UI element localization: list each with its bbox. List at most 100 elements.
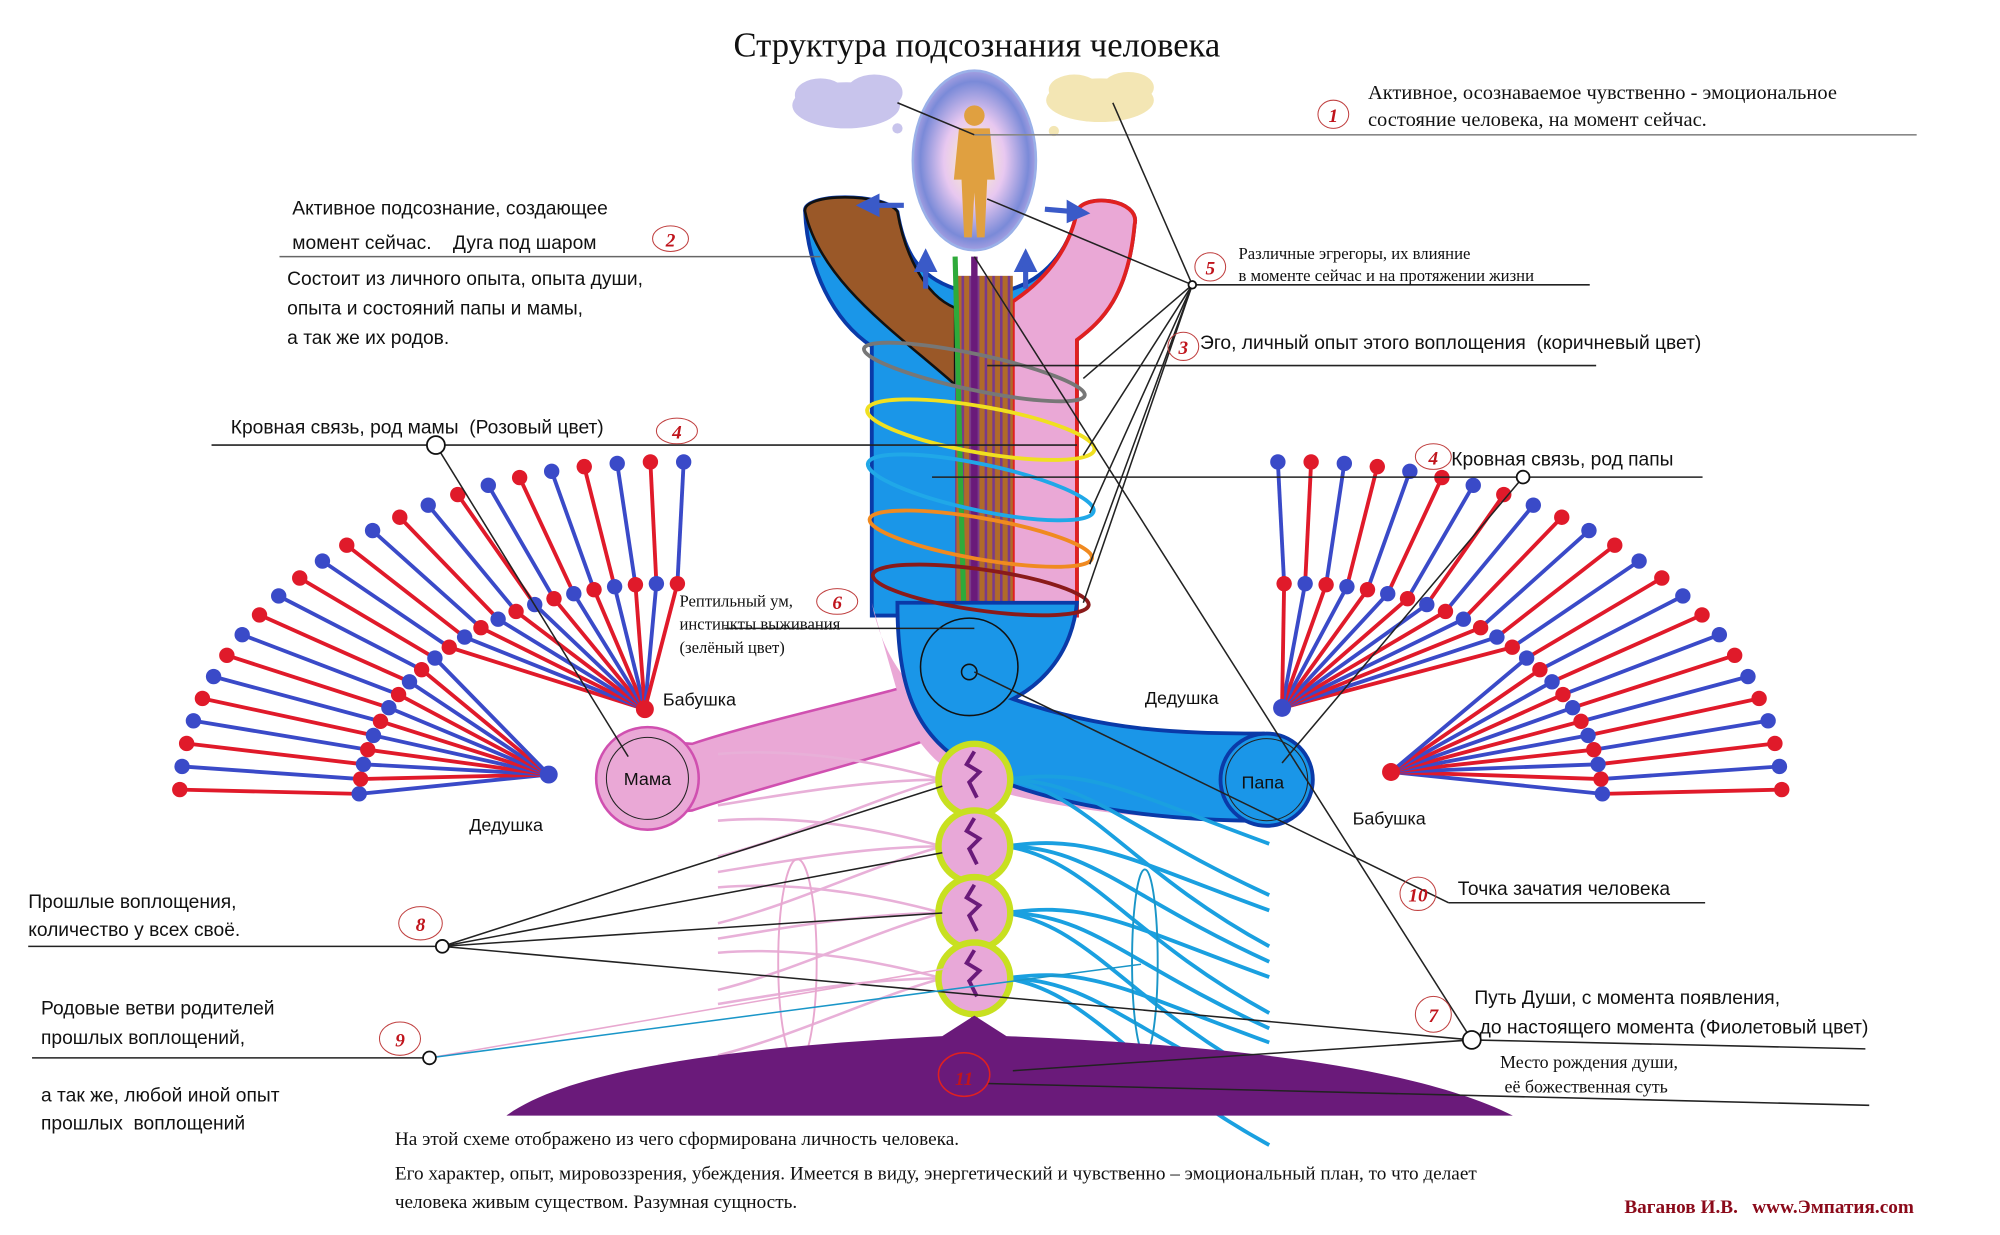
ancestor-node bbox=[292, 570, 308, 586]
ancestor-node bbox=[609, 455, 625, 472]
ancestor-node bbox=[1544, 674, 1560, 690]
ancestor-node bbox=[1631, 553, 1647, 569]
tree-branch bbox=[1593, 718, 1769, 752]
tree-branch bbox=[213, 674, 382, 724]
ancestor-node bbox=[234, 627, 250, 643]
svg-text:6: 6 bbox=[832, 593, 842, 614]
blue-incarnation-branch bbox=[1006, 911, 1271, 1082]
ancestor-node bbox=[675, 454, 692, 470]
ancestor-node bbox=[1419, 596, 1435, 613]
svg-text:человека живым существом. Разу: человека живым существом. Разумная сущно… bbox=[395, 1192, 797, 1213]
thought-cloud-right bbox=[1046, 71, 1154, 137]
svg-text:8: 8 bbox=[416, 915, 426, 936]
label-6: Рептильный ум, инстинкты выживания (зелё… bbox=[679, 592, 840, 657]
svg-text:Различные эгрегоры, их влияние: Различные эгрегоры, их влияние bbox=[1238, 244, 1470, 263]
ancestor-node bbox=[543, 463, 560, 480]
ancestor-node bbox=[576, 458, 592, 475]
tree-branch bbox=[533, 603, 647, 711]
ancestor-node bbox=[251, 607, 268, 623]
ancestor-node bbox=[194, 690, 211, 707]
ancestor-node bbox=[669, 575, 686, 592]
tree-branch bbox=[1324, 463, 1347, 585]
tree-branch bbox=[643, 583, 680, 710]
tree-branch bbox=[179, 787, 360, 796]
svg-text:11: 11 bbox=[955, 1069, 973, 1090]
pink-incarnation-branch bbox=[717, 977, 943, 1006]
grandparent-node bbox=[1382, 763, 1400, 781]
tree-branch bbox=[675, 461, 686, 584]
ancestor-node bbox=[508, 603, 524, 620]
tree-branch bbox=[1280, 583, 1287, 708]
tree-branch bbox=[1390, 770, 1601, 781]
tree-branch bbox=[1600, 764, 1780, 781]
tree-branch bbox=[1345, 466, 1380, 588]
tree-branch bbox=[433, 656, 551, 776]
tree-branch bbox=[480, 625, 646, 711]
tree-branch bbox=[408, 680, 550, 777]
label-9: Родовые ветви родителей прошлых воплощен… bbox=[41, 998, 280, 1134]
ancestor-node bbox=[1555, 686, 1571, 703]
tree-branch bbox=[549, 470, 596, 591]
pink-incarnation-branch bbox=[717, 845, 943, 925]
mother-label: Мама bbox=[624, 769, 671, 789]
ancestor-node bbox=[480, 477, 496, 494]
blue-incarnation-branch bbox=[1006, 777, 1271, 949]
blue-incarnation-branch bbox=[1006, 907, 1270, 979]
ancestor-node bbox=[401, 674, 418, 690]
tree-branch bbox=[321, 559, 451, 649]
ancestor-node bbox=[1276, 575, 1292, 592]
blue-incarnation-branch bbox=[1006, 774, 1270, 846]
svg-text:момент сейчас. Дуга под шар: момент сейчас. Дуга под шаром bbox=[292, 233, 596, 254]
ancestor-node bbox=[351, 786, 367, 802]
svg-text:а так же, любой иной опыт: а так же, любой иной опыт bbox=[41, 1085, 280, 1106]
ancestor-node bbox=[1399, 590, 1416, 607]
grandmother-left-label: Бабушка bbox=[663, 689, 736, 709]
tree-branch bbox=[1389, 668, 1541, 774]
tree-branch bbox=[633, 584, 647, 710]
tree-branch bbox=[514, 609, 647, 711]
label-2: Активное подсознание, создающее момент с… bbox=[287, 198, 643, 348]
author-credit: Ваганов И.В. www.Эмпатия.com bbox=[1624, 1197, 1914, 1218]
tree-branch bbox=[1281, 617, 1465, 710]
svg-text:Путь Души, с момента появления: Путь Души, с момента появления, bbox=[1474, 988, 1780, 1009]
tree-branch bbox=[1390, 692, 1564, 774]
svg-text:4: 4 bbox=[1428, 448, 1439, 469]
tree-branch bbox=[1539, 594, 1684, 672]
ancestor-node bbox=[1771, 758, 1788, 775]
svg-text:Активное, осознаваемое чувстве: Активное, осознаваемое чувственно - эмоц… bbox=[1368, 82, 1837, 104]
svg-text:прошлых воплощений: прошлых воплощений bbox=[41, 1114, 245, 1135]
tree-branch bbox=[1280, 585, 1349, 709]
tree-branch bbox=[517, 476, 576, 595]
ancestor-node bbox=[1504, 639, 1520, 655]
tree-branch bbox=[1280, 603, 1428, 710]
ancestor-node bbox=[642, 454, 659, 470]
tree-branch bbox=[1443, 503, 1535, 613]
label-8: Прошлые воплощения, количество у всех св… bbox=[28, 892, 240, 941]
ancestor-node bbox=[1336, 455, 1353, 472]
ancestor-node bbox=[1586, 742, 1602, 758]
svg-text:Родовые ветви родителей: Родовые ветви родителей bbox=[41, 998, 275, 1019]
pink-incarnation-branch bbox=[717, 949, 943, 980]
tree-branch bbox=[448, 645, 646, 712]
thought-cloud-left bbox=[792, 74, 903, 134]
svg-text:состояние человека, на момент: состояние человека, на момент сейчас. bbox=[1368, 109, 1707, 131]
ancestor-node bbox=[1751, 690, 1767, 707]
ancestor-node bbox=[1496, 486, 1512, 503]
tree-branch bbox=[642, 583, 659, 710]
tree-branch bbox=[241, 632, 400, 697]
ancestor-node bbox=[1489, 629, 1505, 645]
tree-branch bbox=[388, 705, 550, 777]
label-5: Различные эгрегоры, их влияние в моменте… bbox=[1238, 244, 1534, 285]
tree-branch bbox=[1281, 645, 1513, 710]
tree-branch bbox=[1525, 576, 1663, 660]
svg-text:а так же их родов.: а так же их родов. bbox=[287, 328, 449, 349]
ancestor-node bbox=[1359, 581, 1376, 598]
tree-branch bbox=[277, 594, 423, 672]
ancestor-node bbox=[450, 486, 466, 503]
svg-text:до настоящего момента (Фиолето: до настоящего момента (Фиолетовый цвет) bbox=[1474, 1018, 1868, 1039]
ancestor-node bbox=[511, 469, 528, 486]
soul-path-segment bbox=[964, 817, 983, 866]
tree-branch bbox=[1390, 747, 1594, 774]
blue-incarnation-branch bbox=[1006, 844, 1271, 964]
ancestor-node bbox=[1437, 603, 1454, 620]
